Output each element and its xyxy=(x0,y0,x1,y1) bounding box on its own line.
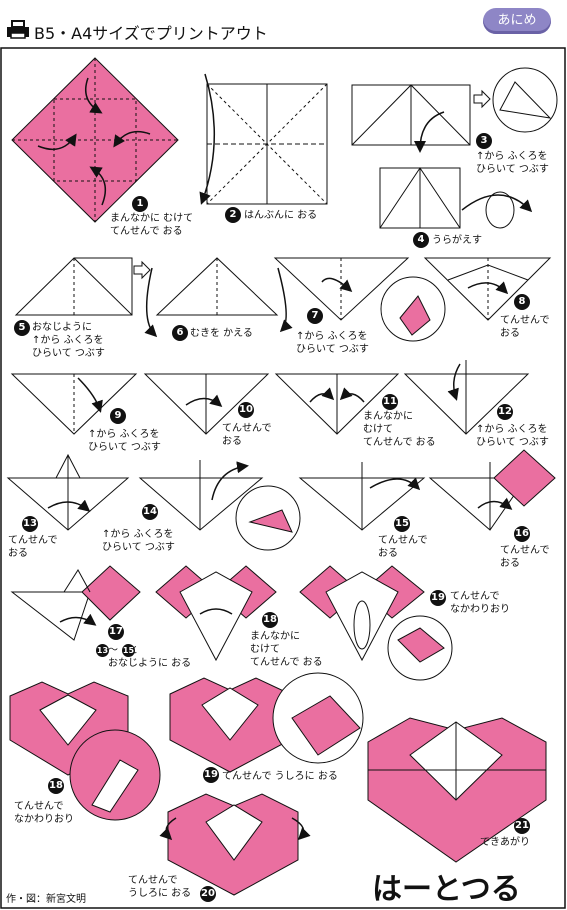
step-number: 14 xyxy=(142,504,158,520)
step4-diagram xyxy=(379,167,533,229)
step-instruction: てんせんで おる xyxy=(500,315,550,339)
step-instruction: ↑から ふくろを ひらいて つぶす xyxy=(476,151,549,175)
model-title: はーとつる xyxy=(372,872,521,907)
step-instruction: ↑から ふくろを ひらいて つぶす xyxy=(476,424,549,448)
step-number: 7 xyxy=(307,308,323,324)
step10-diagram xyxy=(143,373,270,435)
step14-diagram xyxy=(138,460,301,551)
step1-diagram xyxy=(11,57,179,223)
step18b-diagram xyxy=(9,681,161,821)
step20-diagram xyxy=(159,793,311,896)
step5-diagram xyxy=(14,257,151,316)
step12-diagram xyxy=(403,360,530,435)
step-number: 8 xyxy=(514,294,530,310)
step-instruction: てんせんで おる xyxy=(500,545,550,569)
step-instruction: うらがえす xyxy=(432,235,482,246)
step-number: 18 xyxy=(262,612,278,628)
step-instruction: はんぶんに おる xyxy=(244,210,318,221)
step-instruction: むきを かえる xyxy=(190,328,253,339)
step17-diagram xyxy=(10,565,141,641)
step19b-diagram xyxy=(169,672,364,773)
step-number: 21 xyxy=(514,818,530,834)
step-number: 3 xyxy=(476,133,492,149)
step-instruction: ↑から ふくろを ひらいて つぶす xyxy=(296,331,369,355)
step-number: 6 xyxy=(172,325,188,341)
step3-diagram xyxy=(351,67,558,153)
step-number: 19 xyxy=(203,767,219,783)
step-number: 4 xyxy=(413,232,429,248)
step-instruction: おなじように ↑から ふくろを ひらいて つぶす xyxy=(32,322,105,359)
step15-diagram xyxy=(298,462,426,531)
step-number: 12 xyxy=(497,404,513,420)
step-instruction: まんなかに むけて てんせんで おる xyxy=(250,631,323,668)
step-instruction: てんせんで なかわりおり xyxy=(14,801,74,825)
step-number: 2 xyxy=(225,207,241,223)
print-size-label[interactable]: B5・A4サイズでプリントアウト xyxy=(34,24,268,43)
step-instruction: まんなかに むけて てんせんで おる xyxy=(110,213,194,237)
step-instruction: できあがり xyxy=(480,837,530,848)
animation-badge[interactable]: あにめ xyxy=(483,8,551,34)
ref-step-from: 13 xyxy=(96,644,109,657)
step8-diagram xyxy=(423,257,552,321)
step6-diagram xyxy=(144,257,293,338)
step19-diagram xyxy=(299,565,453,681)
finished-heart-crane xyxy=(367,717,547,863)
step-instruction: ↑から ふくろを ひらいて つぶす xyxy=(102,529,175,553)
step-number: 10 xyxy=(238,402,254,418)
step2-diagram xyxy=(199,73,328,205)
step9-diagram xyxy=(10,373,138,435)
printer-icon[interactable] xyxy=(6,20,30,40)
ref-step-to: 15 xyxy=(122,644,135,657)
step-number: 18 xyxy=(48,778,64,794)
step18-diagram xyxy=(155,565,277,662)
step16-diagram xyxy=(428,449,556,531)
step-number: 9 xyxy=(110,408,126,424)
step11-diagram xyxy=(274,373,400,435)
step-instruction: まんなかに むけて てんせんで おる xyxy=(363,411,436,448)
step-number: 20 xyxy=(200,886,216,902)
step-instruction: てんせんで うしろに おる xyxy=(128,875,192,899)
step-number: 11 xyxy=(382,394,398,410)
step-number: 1 xyxy=(132,196,148,212)
step13-diagram xyxy=(6,453,130,531)
step-number: 17 xyxy=(108,624,124,640)
step-instruction: てんせんで なかわりおり xyxy=(450,591,510,615)
step-instruction: ↑から ふくろを ひらいて つぶす xyxy=(88,429,161,453)
step-instruction: てんせんで おる xyxy=(378,535,428,559)
step-instruction: 〜 と おなじように おる xyxy=(108,645,192,669)
step-number: 19 xyxy=(430,590,446,606)
step-instruction: てんせんで おる xyxy=(8,535,58,559)
step7-diagram xyxy=(273,257,446,342)
credit: 作・図：新宮文明 xyxy=(6,894,86,905)
step-number: 15 xyxy=(394,516,410,532)
step-number: 5 xyxy=(14,320,30,336)
step-instruction: てんせんで おる xyxy=(222,423,272,447)
step-number: 13 xyxy=(22,516,38,532)
step-number: 16 xyxy=(514,526,530,542)
step-instruction: てんせんで うしろに おる xyxy=(222,771,338,782)
